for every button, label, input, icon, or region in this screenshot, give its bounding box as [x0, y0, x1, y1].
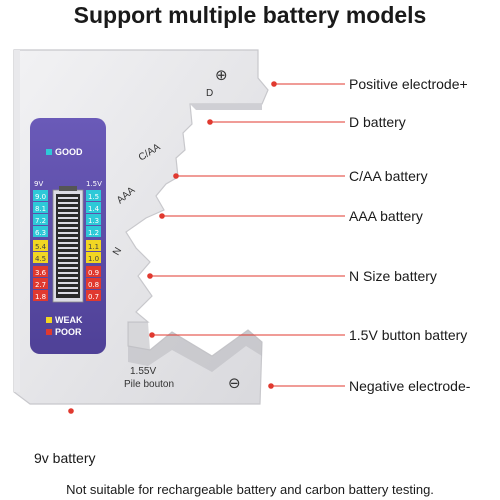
right-scale-8: 0.7	[88, 293, 99, 301]
callout-aaa-battery: AAA battery	[349, 208, 423, 224]
left-scale-7: 2.7	[35, 281, 46, 289]
left-scale-2: 7.2	[35, 217, 46, 225]
d-slot-label: D	[206, 88, 213, 99]
callout-lines	[150, 83, 345, 387]
left-scale-4: 5.4	[35, 243, 47, 251]
left-scale-5: 4.5	[35, 255, 46, 263]
callout-negative-electrode: Negative electrode-	[349, 378, 471, 394]
callout-9v-battery: 9v battery	[34, 450, 96, 466]
callout-positive-electrode: Positive electrode+	[349, 76, 468, 92]
right-scale-6: 0.9	[88, 269, 99, 277]
positive-symbol-icon: ⊕	[215, 66, 228, 84]
callout-dots	[68, 81, 277, 414]
callout-d-battery: D battery	[349, 114, 406, 130]
right-scale-4: 1.1	[88, 243, 99, 251]
right-scale-5: 1.0	[88, 255, 99, 263]
left-scale: 9.0 8.1 7.2 6.3 5.4 4.5 3.6 2.7 1.8	[33, 190, 48, 301]
right-scale-header: 1.5V	[86, 180, 102, 188]
page-title: Support multiple battery models	[73, 2, 427, 28]
left-scale-0: 9.0	[35, 193, 46, 201]
right-scale-7: 0.8	[88, 281, 99, 289]
good-label: GOOD	[55, 147, 83, 157]
good-swatch	[46, 149, 52, 155]
contact-slot-shadow	[190, 104, 262, 110]
right-scale-2: 1.3	[88, 217, 99, 225]
negative-symbol-icon: ⊖	[228, 374, 241, 392]
right-scale-3: 1.2	[88, 229, 99, 237]
n-slot-label: N	[111, 246, 124, 258]
right-scale-1: 1.4	[88, 205, 100, 213]
body-edge	[14, 50, 20, 392]
callout-n-size-battery: N Size battery	[349, 268, 437, 284]
left-scale-8: 1.8	[35, 293, 46, 301]
button-voltage-label: 1.55V	[130, 366, 156, 377]
left-scale-6: 3.6	[35, 269, 47, 277]
weak-swatch	[46, 317, 52, 323]
left-scale-1: 8.1	[35, 205, 46, 213]
poor-swatch	[46, 329, 52, 335]
left-scale-header: 9V	[34, 180, 43, 188]
right-scale-0: 1.5	[88, 193, 99, 201]
poor-label: POOR	[55, 327, 82, 337]
callout-button-battery: 1.5V button battery	[349, 327, 468, 343]
gauge-display	[52, 186, 84, 303]
callout-c-aa-battery: C/AA battery	[349, 168, 428, 184]
right-scale: 1.5 1.4 1.3 1.2 1.1 1.0 0.9 0.8 0.7	[86, 190, 101, 301]
footnote: Not suitable for rechargeable battery an…	[66, 482, 434, 497]
button-name-label: Pile bouton	[124, 379, 174, 390]
left-scale-3: 6.3	[35, 229, 46, 237]
weak-label: WEAK	[55, 315, 83, 325]
button-slot	[128, 322, 262, 372]
